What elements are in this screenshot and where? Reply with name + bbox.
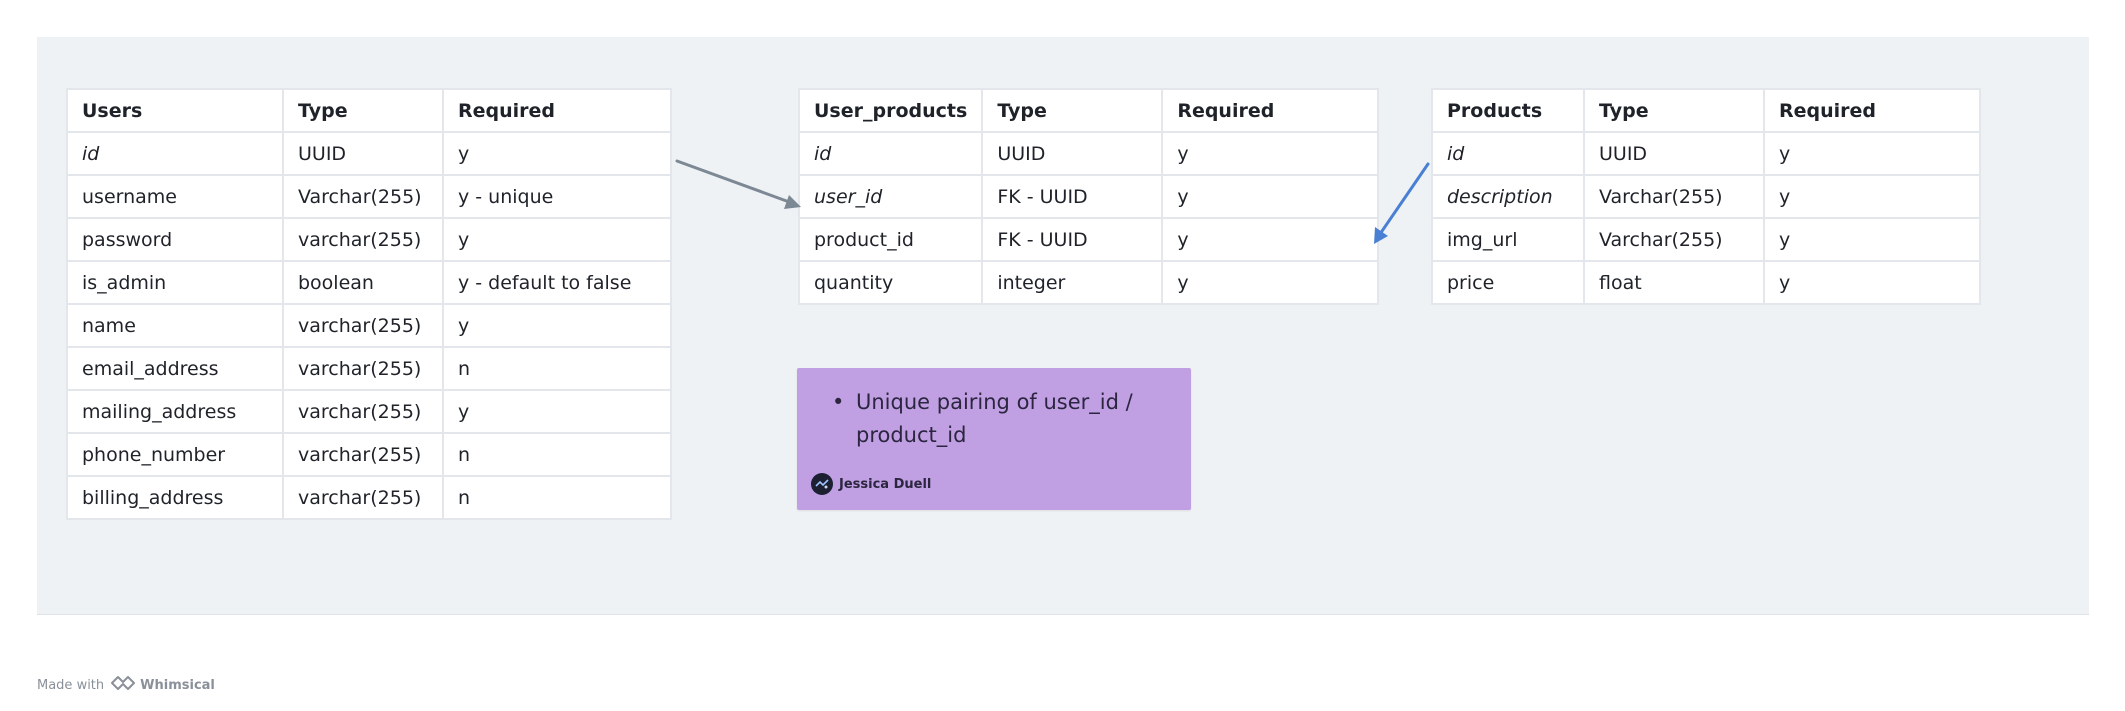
table-header-cell: Products [1431, 88, 1585, 133]
table-cell[interactable]: y [1763, 131, 1981, 176]
table-header-cell: Type [282, 88, 444, 133]
avatar [811, 473, 833, 495]
table-row: id UUID y [797, 131, 1380, 176]
made-with-label: Made with [37, 677, 105, 693]
table-cell[interactable]: billing_address [66, 475, 284, 520]
table-cell[interactable]: id [66, 131, 284, 176]
table-row: id UUID y [66, 131, 672, 176]
table-row: price float y [1431, 260, 1981, 305]
table-row: phone_number varchar(255) n [66, 432, 672, 477]
table-cell[interactable]: y [1161, 174, 1380, 219]
arrow-users-to-user-products[interactable] [675, 159, 801, 209]
made-with-footer[interactable]: Made with Whimsical [37, 675, 215, 695]
table-row: name varchar(255) y [66, 303, 672, 348]
table-cell[interactable]: varchar(255) [282, 432, 444, 477]
author-name: Jessica Duell [839, 476, 932, 492]
table-header-cell: Required [1161, 88, 1380, 133]
table-row: user_id FK - UUID y [797, 174, 1380, 219]
avatar-image [815, 479, 829, 489]
table-cell[interactable]: y [442, 217, 672, 262]
table-cell[interactable]: y [1763, 260, 1981, 305]
table-row: username Varchar(255) y - unique [66, 174, 672, 219]
table-header-cell: Required [1763, 88, 1981, 133]
table-cell[interactable]: y [442, 131, 672, 176]
table-cell[interactable]: quantity [797, 260, 984, 305]
table-cell[interactable]: y [1763, 174, 1981, 219]
table-cell[interactable]: price [1431, 260, 1585, 305]
table-cell[interactable]: Varchar(255) [282, 174, 444, 219]
table-cell[interactable]: id [797, 131, 984, 176]
table-cell[interactable]: username [66, 174, 284, 219]
table-row: password varchar(255) y [66, 217, 672, 262]
table-cell[interactable]: UUID [1583, 131, 1765, 176]
user-products-table[interactable]: User_products Type Required id UUID y us… [797, 88, 1380, 305]
table-cell[interactable]: email_address [66, 346, 284, 391]
note-author: Jessica Duell [811, 473, 931, 495]
table-cell[interactable]: y [442, 303, 672, 348]
table-cell[interactable]: y [1161, 131, 1380, 176]
table-header-row: Products Type Required [1431, 88, 1981, 133]
table-cell[interactable]: description [1431, 174, 1585, 219]
table-header-row: User_products Type Required [797, 88, 1380, 133]
table-row: img_url Varchar(255) y [1431, 217, 1981, 262]
table-cell[interactable]: product_id [797, 217, 984, 262]
users-table[interactable]: Users Type Required id UUID y username V… [66, 88, 672, 520]
table-cell[interactable]: UUID [282, 131, 444, 176]
table-header-cell: Type [1583, 88, 1765, 133]
table-row: description Varchar(255) y [1431, 174, 1981, 219]
products-table[interactable]: Products Type Required id UUID y descrip… [1431, 88, 1981, 305]
table-cell[interactable]: password [66, 217, 284, 262]
note-text: Unique pairing of user_id / product_id [856, 390, 1133, 447]
table-cell[interactable]: FK - UUID [981, 217, 1164, 262]
table-header-cell: Users [66, 88, 284, 133]
table-cell[interactable]: varchar(255) [282, 346, 444, 391]
table-row: billing_address varchar(255) n [66, 475, 672, 520]
table-cell[interactable]: FK - UUID [981, 174, 1164, 219]
whimsical-brand: Whimsical [140, 677, 215, 693]
table-row: mailing_address varchar(255) y [66, 389, 672, 434]
sticky-note[interactable]: • Unique pairing of user_id / product_id… [797, 368, 1191, 510]
note-list-item: • Unique pairing of user_id / product_id [832, 386, 1162, 452]
table-cell[interactable]: id [1431, 131, 1585, 176]
table-cell[interactable]: boolean [282, 260, 444, 305]
table-cell[interactable]: img_url [1431, 217, 1585, 262]
table-cell[interactable]: varchar(255) [282, 389, 444, 434]
table-cell[interactable]: Varchar(255) [1583, 217, 1765, 262]
table-cell[interactable]: integer [981, 260, 1164, 305]
table-cell[interactable]: phone_number [66, 432, 284, 477]
table-header-cell: User_products [797, 88, 984, 133]
table-cell[interactable]: varchar(255) [282, 475, 444, 520]
table-cell[interactable]: is_admin [66, 260, 284, 305]
table-cell[interactable]: Varchar(255) [1583, 174, 1765, 219]
bullet-icon: • [832, 390, 845, 414]
table-header-row: Users Type Required [66, 88, 672, 133]
table-row: email_address varchar(255) n [66, 346, 672, 391]
table-cell[interactable]: n [442, 346, 672, 391]
table-header-cell: Type [981, 88, 1164, 133]
table-row: is_admin boolean y - default to false [66, 260, 672, 305]
table-cell[interactable]: name [66, 303, 284, 348]
note-list: • Unique pairing of user_id / product_id [832, 386, 1162, 452]
table-cell[interactable]: y [442, 389, 672, 434]
table-row: id UUID y [1431, 131, 1981, 176]
table-cell[interactable]: n [442, 432, 672, 477]
table-cell[interactable]: y - default to false [442, 260, 672, 305]
arrow-products-to-user-products[interactable] [1374, 162, 1430, 244]
table-cell[interactable]: float [1583, 260, 1765, 305]
table-cell[interactable]: mailing_address [66, 389, 284, 434]
whimsical-logo-icon [110, 675, 136, 695]
table-cell[interactable]: varchar(255) [282, 217, 444, 262]
table-cell[interactable]: user_id [797, 174, 984, 219]
table-row: quantity integer y [797, 260, 1380, 305]
table-cell[interactable]: n [442, 475, 672, 520]
table-cell[interactable]: y [1161, 260, 1380, 305]
table-cell[interactable]: y [1763, 217, 1981, 262]
table-header-cell: Required [442, 88, 672, 133]
table-cell[interactable]: UUID [981, 131, 1164, 176]
table-cell[interactable]: y - unique [442, 174, 672, 219]
table-cell[interactable]: varchar(255) [282, 303, 444, 348]
